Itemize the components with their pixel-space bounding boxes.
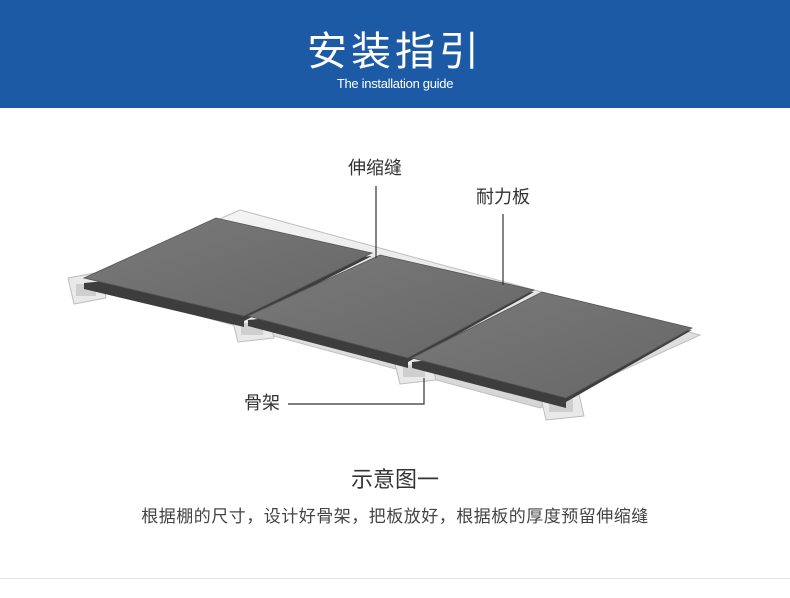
polycarbonate-panel-3 <box>410 291 694 408</box>
page-title: 安装指引 <box>307 29 483 75</box>
header-banner: 安装指引 The installation guide <box>0 0 790 108</box>
installation-diagram <box>67 186 702 421</box>
diagram-caption-description: 根据棚的尺寸，设计好骨架，把板放好，根据板的厚度预留伸缩缝 <box>141 507 649 527</box>
frame-leader <box>288 378 425 405</box>
diagram-caption-title: 示意图一 <box>350 468 439 493</box>
label-expansion-joint: 伸缩缝 <box>348 158 402 179</box>
polycarbonate-panel-1 <box>82 217 374 327</box>
divider <box>0 578 790 579</box>
label-frame: 骨架 <box>244 393 280 414</box>
page-subtitle: The installation guide <box>336 76 454 91</box>
label-panel: 耐力板 <box>476 187 530 208</box>
polycarbonate-panel-2 <box>246 254 536 368</box>
